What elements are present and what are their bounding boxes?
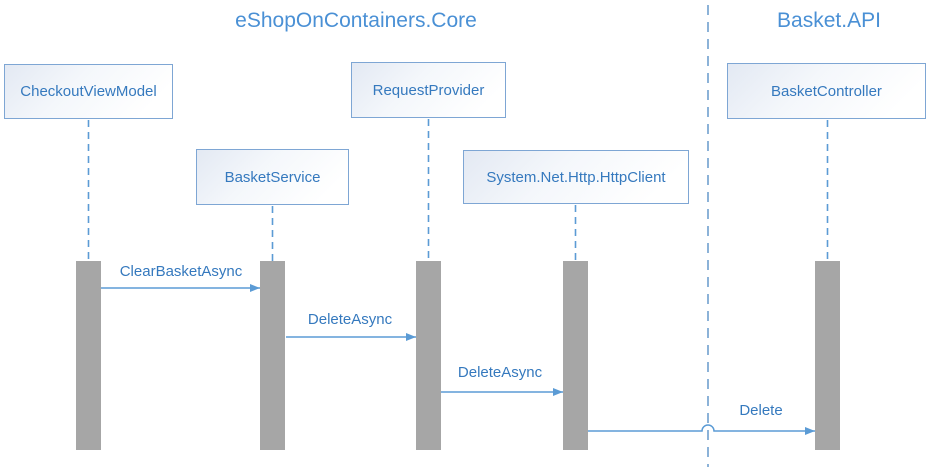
group-title-basket-api: Basket.API [777,9,881,32]
actor-label: System.Net.Http.HttpClient [486,168,666,186]
actor-label: BasketController [771,82,882,100]
message-label-deleteasync-2: DeleteAsync [457,364,543,381]
actor-label: CheckoutViewModel [20,83,157,100]
actor-box-basketcontroller: BasketController [727,63,926,119]
actor-box-checkoutviewmodel: CheckoutViewModel [4,64,173,119]
actor-box-basketservice: BasketService [196,149,349,205]
activation-bar-basketservice [260,261,285,450]
activation-bar-requestprovider [416,261,441,450]
message-label-clearbasketasync: ClearBasketAsync [119,263,243,280]
message-arrow-delete [588,424,815,435]
message-label-deleteasync-1: DeleteAsync [307,311,393,328]
group-title-eshoponcontainers-core: eShopOnContainers.Core [235,9,477,32]
actor-label: RequestProvider [372,81,485,99]
activation-bar-httpclient [563,261,588,450]
message-label-delete: Delete [739,402,783,419]
actor-box-httpclient: System.Net.Http.HttpClient [463,150,689,204]
actor-label: BasketService [224,168,321,186]
activation-bar-checkoutviewmodel [76,261,101,450]
actor-box-requestprovider: RequestProvider [351,62,506,118]
activation-bar-basketcontroller [815,261,840,450]
